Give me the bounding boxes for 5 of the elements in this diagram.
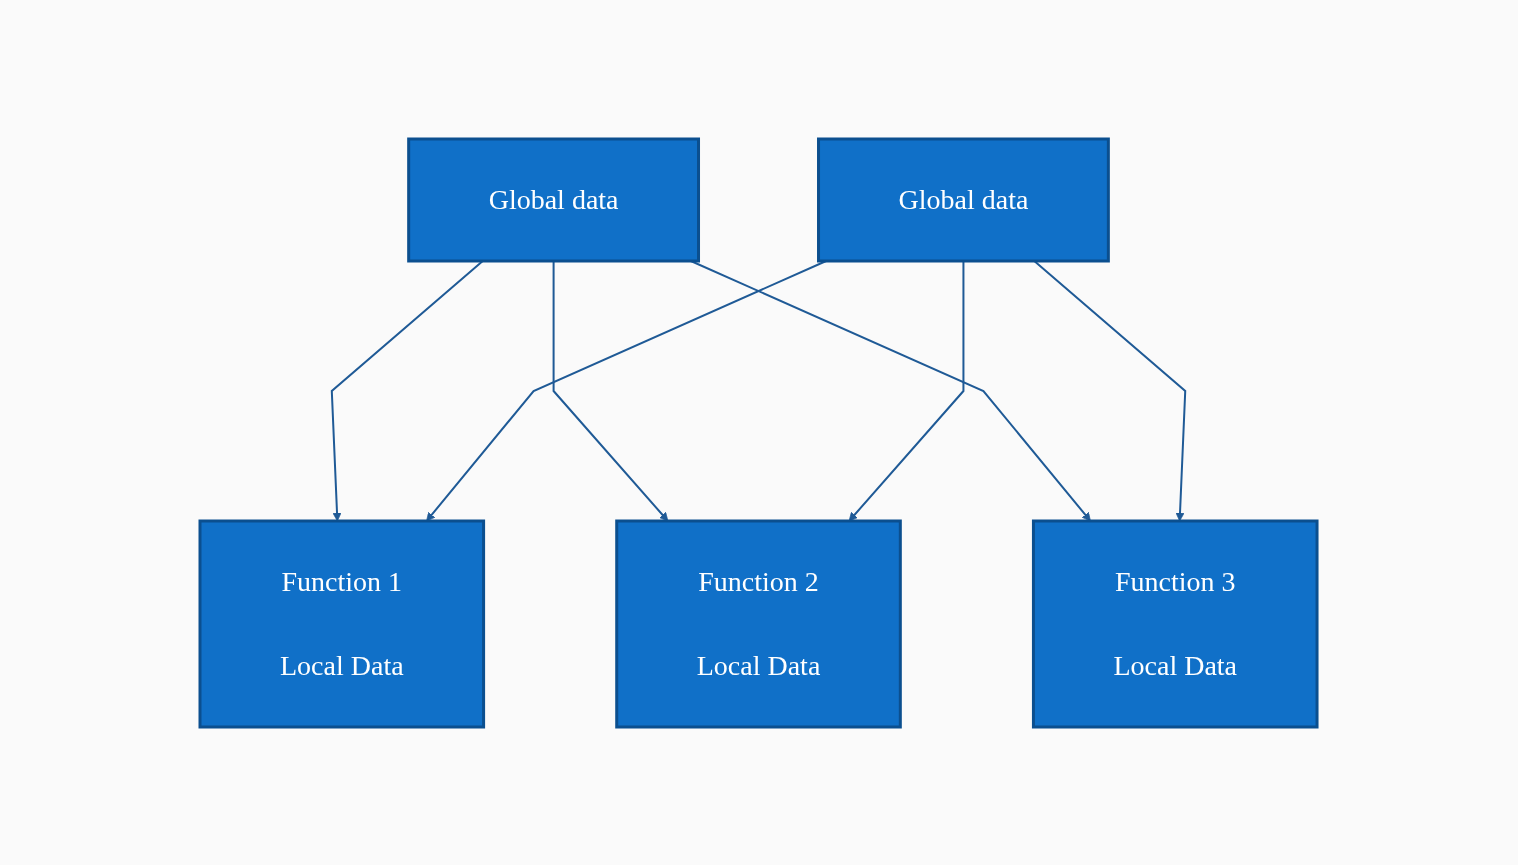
node-box: Global data xyxy=(407,137,701,262)
node-box: Global data xyxy=(817,137,1111,262)
node-box: Function 2 Local Data xyxy=(615,519,903,728)
node-box: Function 3 Local Data xyxy=(1032,519,1319,728)
node-box: Function 1 Local Data xyxy=(199,519,486,728)
